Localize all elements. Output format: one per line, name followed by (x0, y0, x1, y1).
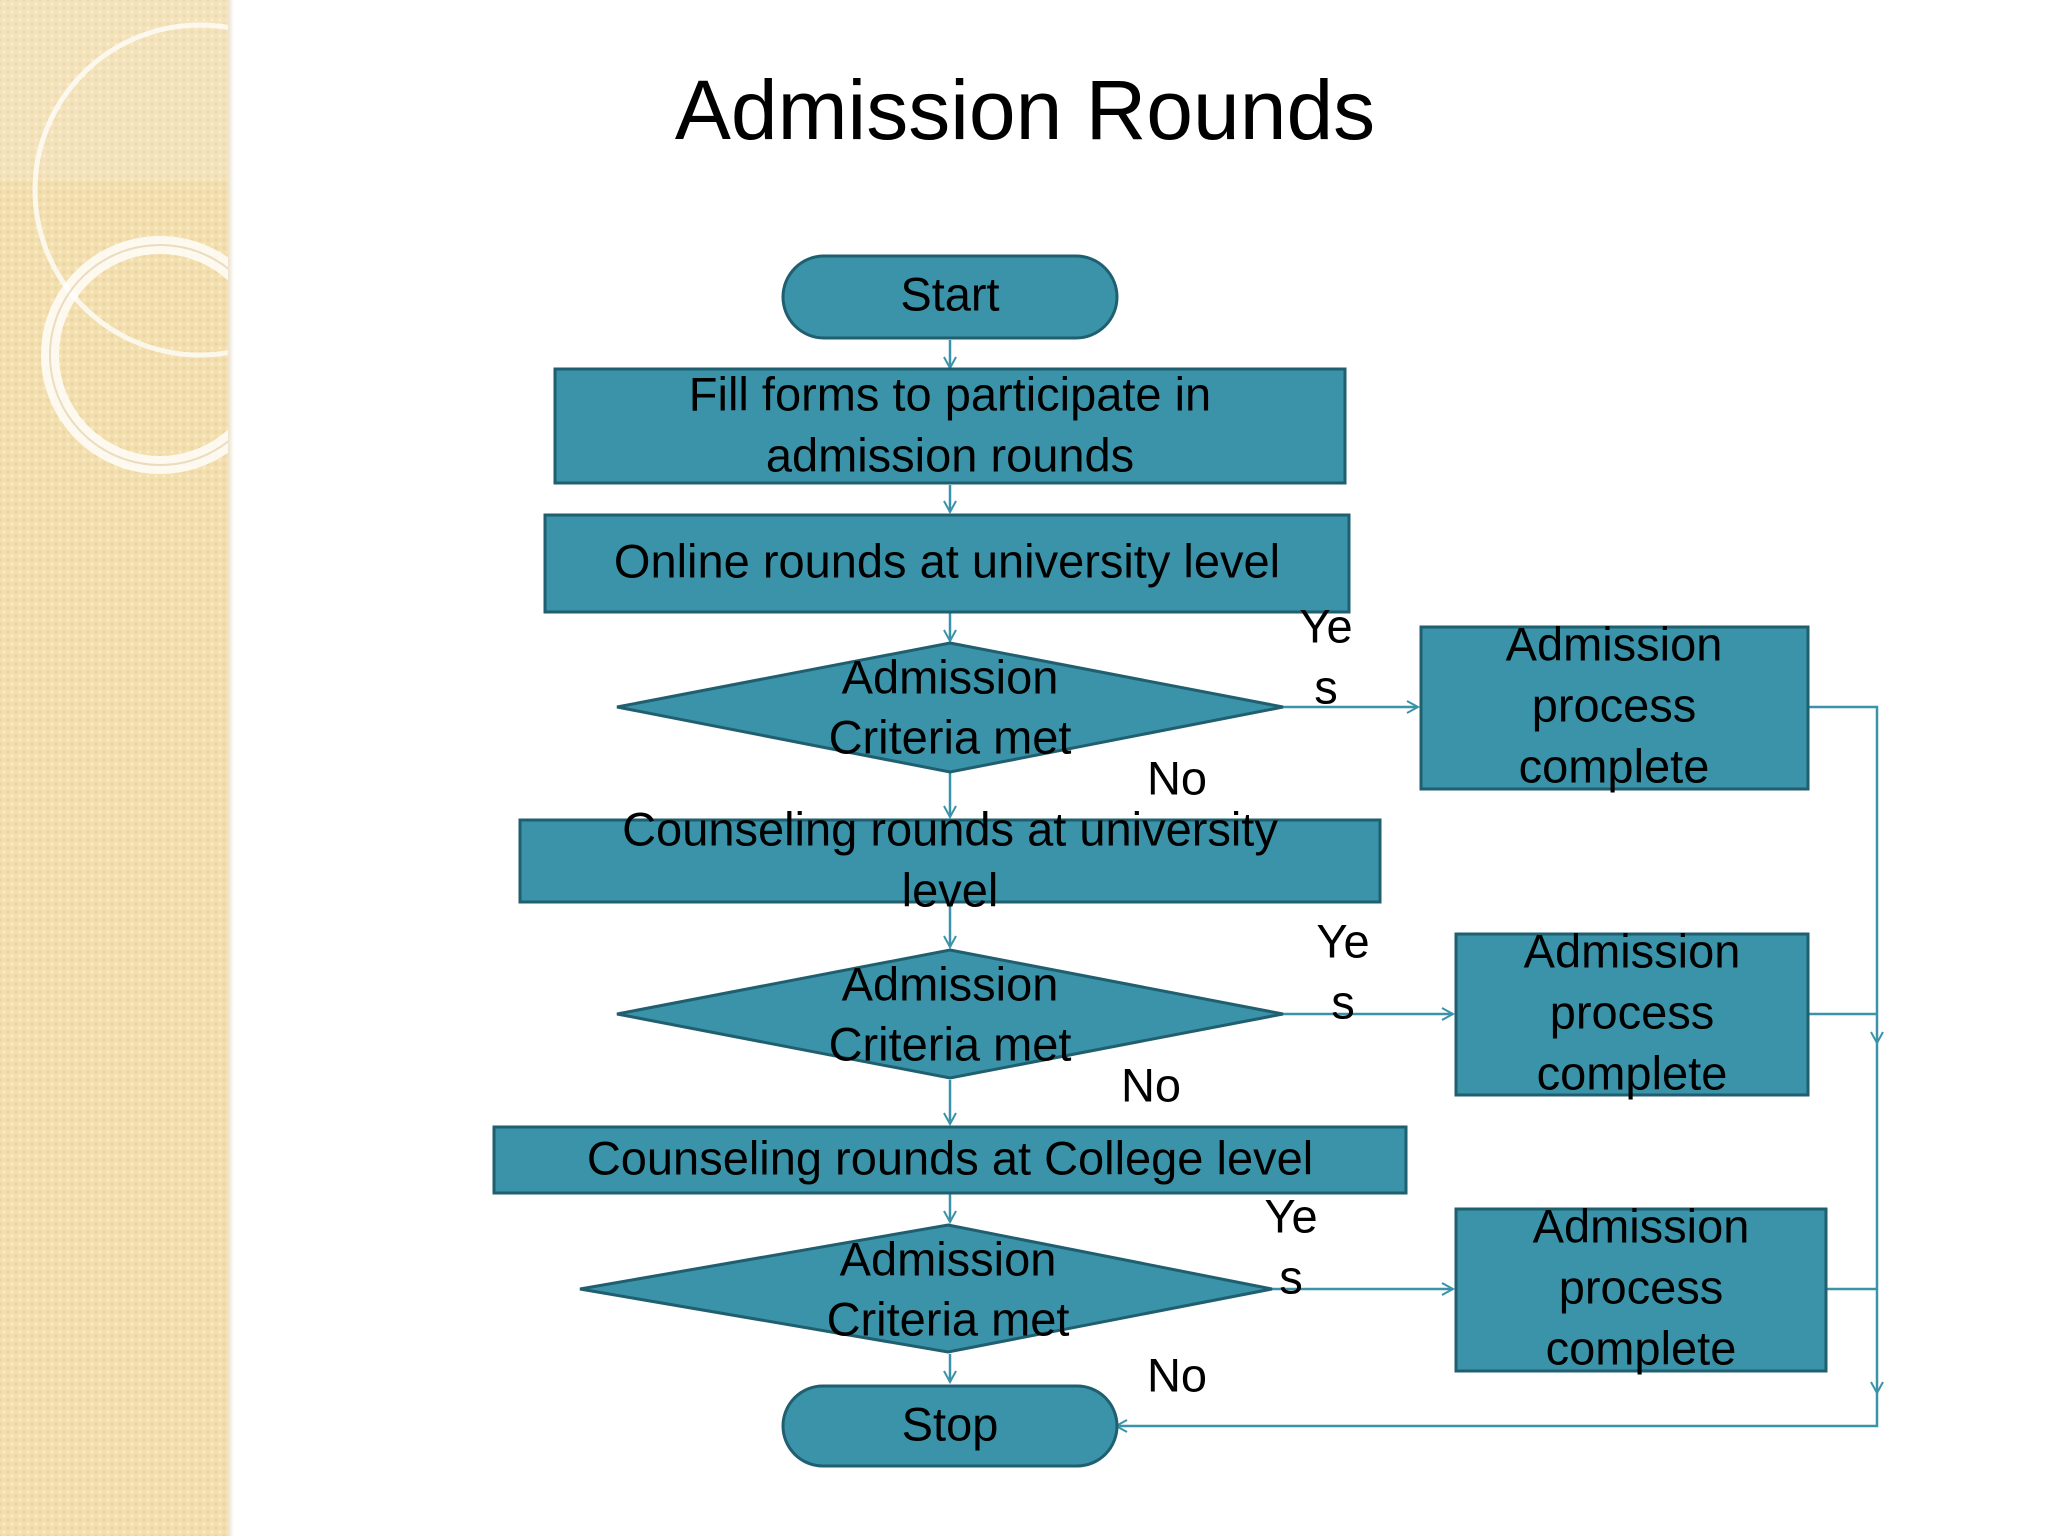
complete-3-label-line2: process (1559, 1260, 1724, 1313)
start-node: Start (781, 254, 1119, 340)
online-rounds-label: Online rounds at university level (614, 534, 1280, 587)
decision-3-label-line1: Admission (840, 1232, 1057, 1285)
complete-2-label-line1: Admission (1524, 924, 1741, 977)
connector-complete1-down (1808, 705, 1877, 1043)
yes-label-3-line1: Ye (1264, 1189, 1317, 1242)
counseling-university-label-line1: Counseling rounds at university (622, 802, 1278, 855)
counseling-university-label-line2: level (902, 863, 999, 916)
counseling-university-node: Counseling rounds at university level (518, 802, 1382, 916)
complete-1-label-line1: Admission (1506, 617, 1723, 670)
decorative-rings (0, 0, 228, 474)
yes-label-2-line1: Ye (1316, 914, 1369, 967)
complete-1-node: Admission process complete (1419, 617, 1810, 792)
sidebar-edge (228, 0, 234, 1536)
decision-1-node: Admission Criteria met (616, 641, 1284, 774)
page-title: Admission Rounds (674, 63, 1376, 157)
start-label: Start (900, 267, 999, 320)
counseling-college-node: Counseling rounds at College level (492, 1125, 1408, 1195)
no-label-3: No (1147, 1348, 1207, 1401)
yes-label-1-line2: s (1314, 660, 1338, 713)
complete-3-label-line3: complete (1546, 1321, 1737, 1374)
no-label-2: No (1121, 1058, 1181, 1111)
decision-2-node: Admission Criteria met (616, 948, 1284, 1080)
yes-label-1: Ye s (1299, 599, 1352, 713)
counseling-college-label: Counseling rounds at College level (587, 1131, 1313, 1184)
no-label-1: No (1147, 751, 1207, 804)
decision-1-label-line1: Admission (842, 650, 1059, 703)
fill-forms-label-line2: admission rounds (766, 428, 1134, 481)
decorative-ring-large (32, 22, 228, 358)
stop-node: Stop (781, 1384, 1119, 1468)
fill-forms-node: Fill forms to participate in admission r… (553, 367, 1347, 485)
complete-3-node: Admission process complete (1454, 1199, 1828, 1374)
complete-1-label-line3: complete (1519, 739, 1710, 792)
complete-2-label-line3: complete (1537, 1046, 1728, 1099)
decorative-sidebar (0, 0, 228, 1536)
complete-2-label-line2: process (1550, 985, 1715, 1038)
yes-label-2-line2: s (1331, 975, 1355, 1028)
complete-3-label-line1: Admission (1533, 1199, 1750, 1252)
decorative-ring-thick (41, 236, 228, 474)
decorative-ring-outline (49, 244, 228, 466)
decision-3-node: Admission Criteria met (579, 1223, 1273, 1354)
yes-label-3-line2: s (1279, 1250, 1303, 1303)
fill-forms-label-line1: Fill forms to participate in (689, 367, 1211, 420)
online-rounds-node: Online rounds at university level (543, 513, 1351, 614)
yes-label-1-line1: Ye (1299, 599, 1352, 652)
complete-1-label-line2: process (1532, 678, 1697, 731)
connector-to-stop (1116, 1393, 1879, 1426)
complete-2-node: Admission process complete (1454, 924, 1810, 1099)
yes-label-3: Ye s (1264, 1189, 1317, 1303)
decision-2-label-line1: Admission (842, 957, 1059, 1010)
decision-1-label-line2: Criteria met (829, 710, 1072, 763)
stop-label: Stop (902, 1397, 999, 1450)
decision-3-label-line2: Criteria met (827, 1292, 1070, 1345)
decision-2-label-line2: Criteria met (829, 1017, 1072, 1070)
yes-label-2: Ye s (1316, 914, 1369, 1028)
